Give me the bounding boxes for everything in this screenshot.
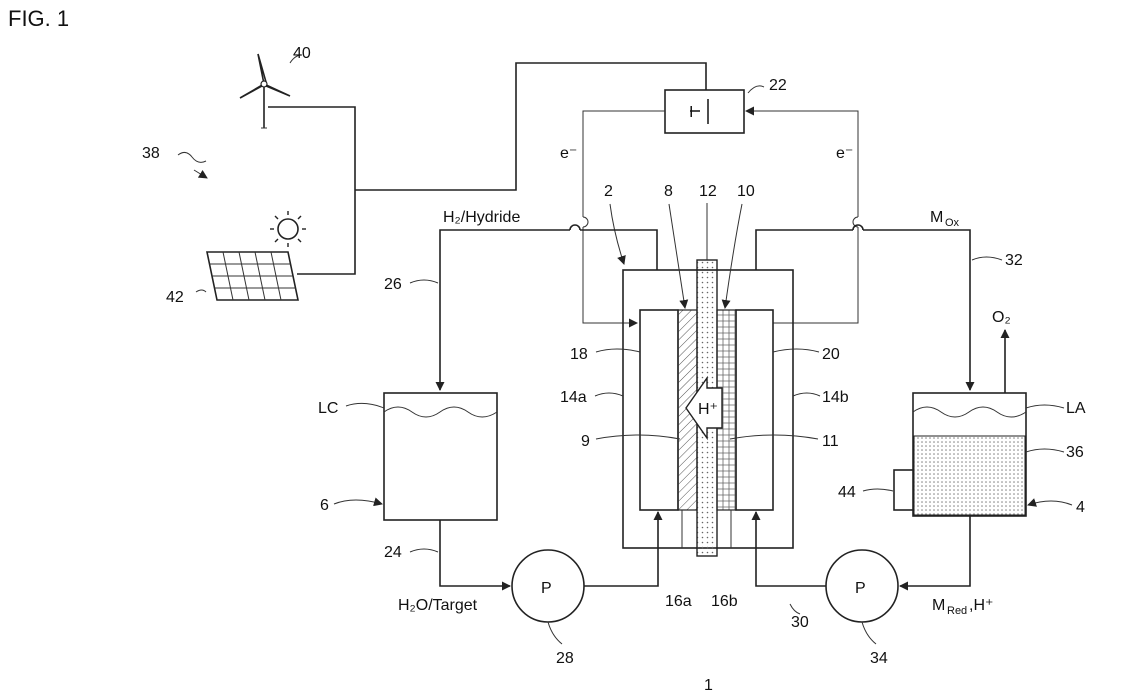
- solar-panel-icon: [207, 252, 298, 300]
- source-symbol: I: [689, 104, 693, 121]
- flow-label-m-ox-base: M: [930, 209, 943, 226]
- label-14b: 14b: [822, 389, 849, 406]
- flow-label-m-ox-sub: Ox: [945, 217, 960, 229]
- label-20: 20: [822, 346, 840, 363]
- label-44: 44: [838, 484, 856, 501]
- cathode-chamber-18: [640, 310, 678, 510]
- pump-label-left: P: [541, 580, 552, 597]
- label-lc: LC: [318, 400, 338, 417]
- sun-icon: [270, 211, 306, 247]
- label-10: 10: [737, 183, 755, 200]
- label-4: 4: [1076, 499, 1085, 516]
- proton-label: H⁺: [698, 401, 718, 418]
- flow-label-m-red-sub: Red: [947, 605, 967, 617]
- label-8: 8: [664, 183, 673, 200]
- label-18: 18: [570, 346, 588, 363]
- label-22: 22: [769, 77, 787, 94]
- label-42: 42: [166, 289, 184, 306]
- anode-chamber-20: [736, 310, 773, 510]
- figure-title: FIG. 1: [8, 6, 69, 31]
- flow-label-m-red-tail: ,H⁺: [969, 597, 993, 614]
- label-36: 36: [1066, 444, 1084, 461]
- flow-label-m-red-base: M: [932, 597, 945, 614]
- label-11: 11: [822, 433, 839, 450]
- label-34: 34: [870, 650, 888, 667]
- electron-label-right: e⁻: [836, 145, 853, 162]
- figure-number: 1: [704, 677, 713, 691]
- label-16a: 16a: [665, 593, 692, 610]
- electron-label-left: e⁻: [560, 145, 577, 162]
- label-6: 6: [320, 497, 329, 514]
- label-2: 2: [604, 183, 613, 200]
- oxygen-label: O₂: [992, 309, 1011, 326]
- label-38: 38: [142, 145, 160, 162]
- label-12: 12: [699, 183, 717, 200]
- label-32: 32: [1005, 252, 1023, 269]
- mediator-36: [914, 436, 1025, 515]
- label-la: LA: [1066, 400, 1086, 417]
- label-9: 9: [581, 433, 590, 450]
- label-14a: 14a: [560, 389, 587, 406]
- sensor-44: [894, 470, 913, 510]
- label-16b: 16b: [711, 593, 738, 610]
- flow-label-h2o-target: H₂O/Target: [398, 597, 478, 614]
- label-30: 30: [791, 614, 809, 631]
- pump-label-right: P: [855, 580, 866, 597]
- label-40: 40: [293, 45, 311, 62]
- power-source-box: [665, 90, 744, 133]
- flow-label-h2-hydride: H₂/Hydride: [443, 209, 520, 226]
- label-24: 24: [384, 544, 402, 561]
- label-28: 28: [556, 650, 574, 667]
- wind-turbine-icon: [240, 54, 290, 128]
- label-26: 26: [384, 276, 402, 293]
